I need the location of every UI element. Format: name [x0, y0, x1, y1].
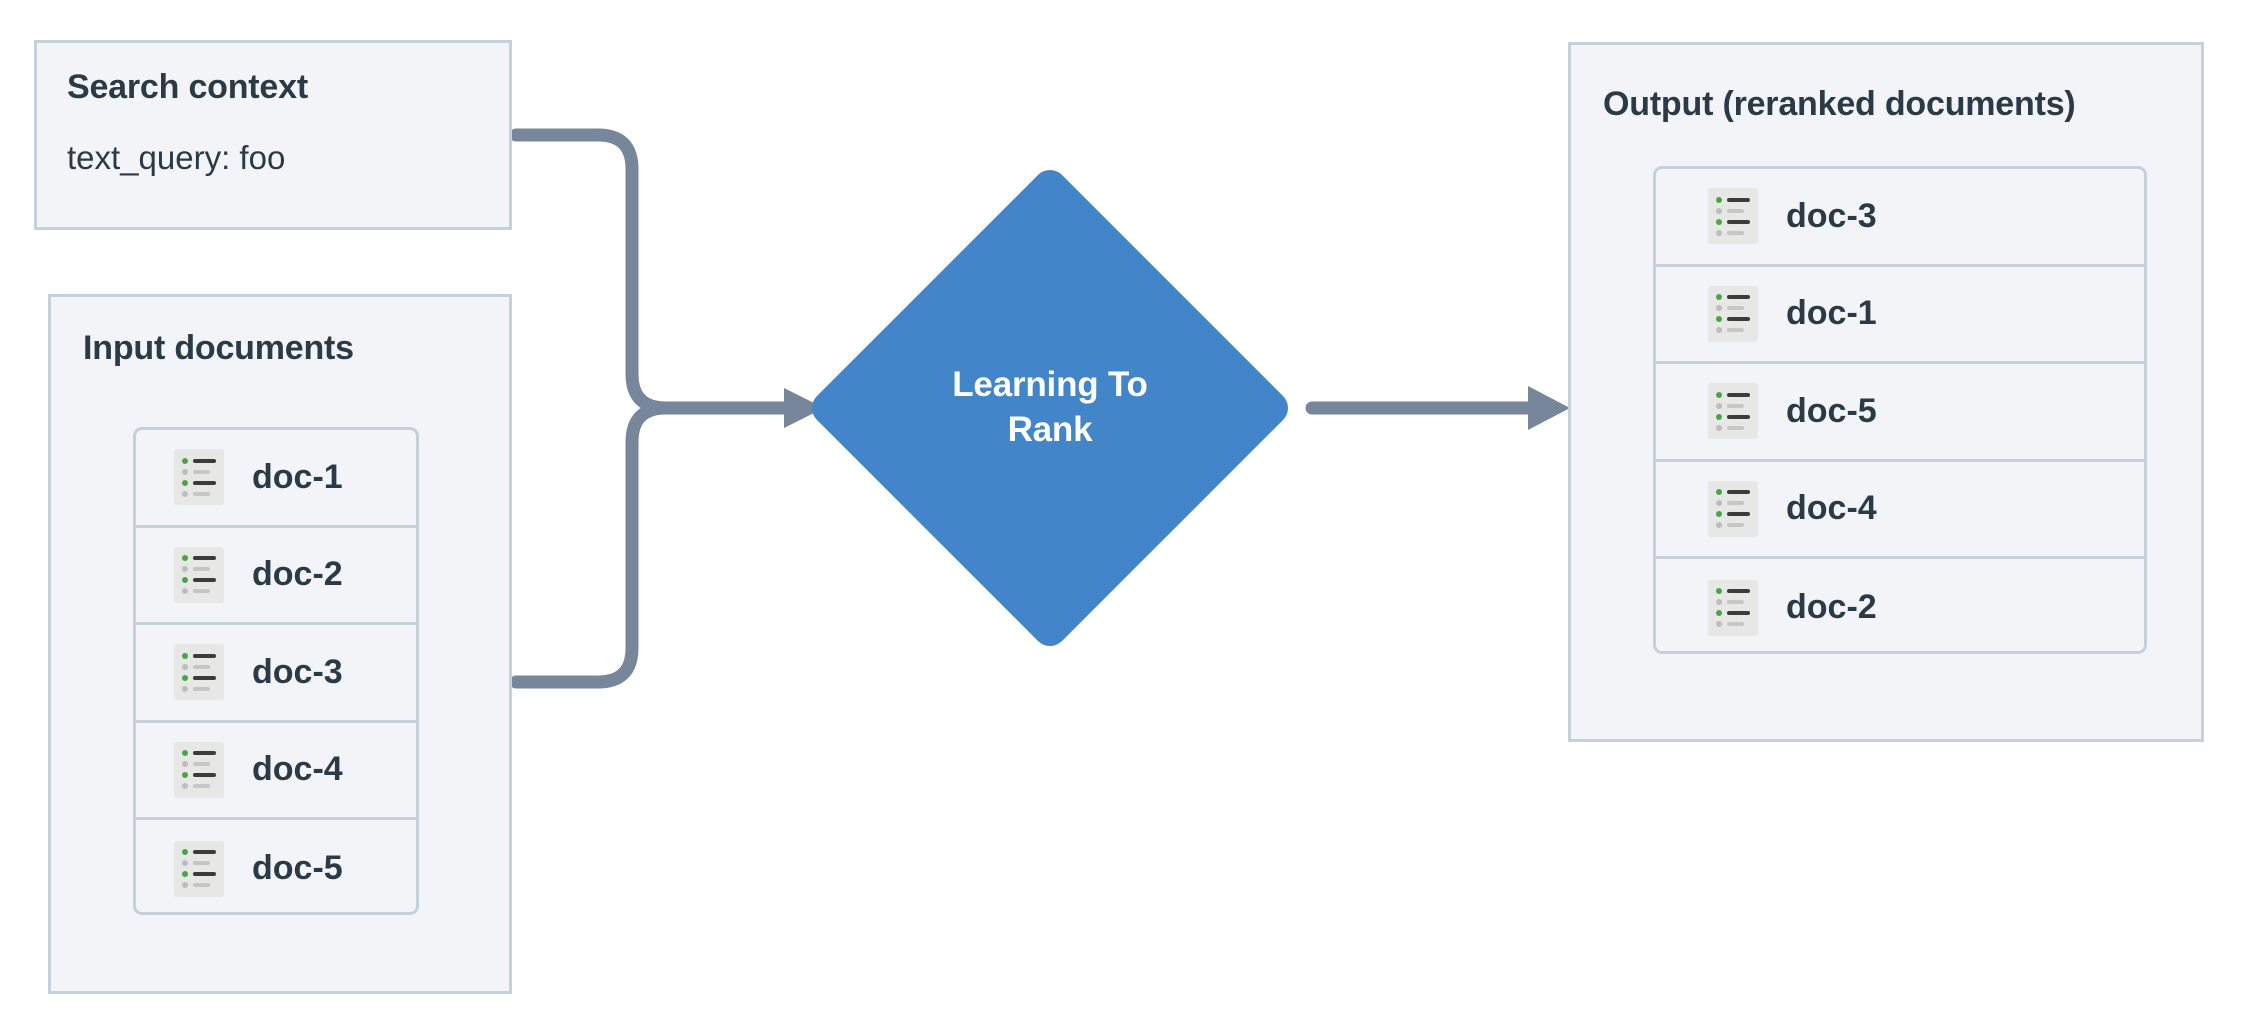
ltr-label-line-2: Rank — [1007, 410, 1093, 449]
list-item[interactable]: doc-4 — [1656, 462, 2144, 559]
input-documents-title: Input documents — [83, 329, 354, 367]
output-panel: Output (reranked documents) doc-3 — [1568, 42, 2204, 742]
document-label: doc-5 — [1786, 391, 1877, 430]
list-item[interactable]: doc-5 — [136, 820, 416, 912]
search-context-query: text_query: foo — [67, 139, 286, 176]
output-document-list: doc-3 doc-1 doc-5 — [1653, 166, 2147, 654]
document-label: doc-3 — [1786, 196, 1877, 235]
input-document-list: doc-1 doc-2 doc-3 — [133, 427, 419, 915]
document-list-icon — [174, 449, 224, 506]
ltr-label-line-1: Learning To — [952, 365, 1148, 405]
connector-search-context-to-ltr — [509, 128, 791, 415]
document-list-icon — [1708, 383, 1758, 440]
document-label: doc-1 — [252, 457, 343, 496]
document-label: doc-2 — [1786, 588, 1877, 627]
learning-to-rank-label: Learning To Rank — [811, 169, 1289, 647]
document-label: doc-4 — [252, 750, 343, 789]
document-list-icon — [174, 546, 224, 603]
document-label: doc-2 — [252, 555, 343, 594]
connector-input-documents-to-ltr — [509, 401, 791, 689]
list-item[interactable]: doc-2 — [1656, 559, 2144, 651]
document-list-icon — [1708, 480, 1758, 537]
list-item[interactable]: doc-5 — [1656, 364, 2144, 462]
document-label: doc-5 — [252, 849, 343, 888]
search-context-title: Search context — [67, 68, 308, 106]
list-item[interactable]: doc-2 — [136, 528, 416, 625]
document-list-icon — [1708, 579, 1758, 636]
list-item[interactable]: doc-3 — [136, 625, 416, 723]
learning-to-rank-node[interactable]: Learning To Rank — [811, 169, 1289, 647]
output-panel-title: Output (reranked documents) — [1603, 85, 2076, 123]
document-list-icon — [1708, 188, 1758, 245]
document-list-icon — [1708, 285, 1758, 342]
document-label: doc-4 — [1786, 489, 1877, 528]
document-list-icon — [174, 741, 224, 798]
document-label: doc-3 — [252, 652, 343, 691]
list-item[interactable]: doc-3 — [1656, 169, 2144, 267]
document-label: doc-1 — [1786, 294, 1877, 333]
document-list-icon — [174, 840, 224, 897]
list-item[interactable]: doc-1 — [1656, 267, 2144, 364]
document-list-icon — [174, 644, 224, 701]
list-item[interactable]: doc-1 — [136, 430, 416, 528]
input-documents-panel: Input documents doc-1 doc-2 — [48, 294, 512, 994]
list-item[interactable]: doc-4 — [136, 723, 416, 820]
search-context-panel: Search context text_query: foo — [34, 40, 512, 230]
arrowhead-to-output — [1528, 386, 1570, 430]
diamond-shape — [812, 170, 1288, 646]
